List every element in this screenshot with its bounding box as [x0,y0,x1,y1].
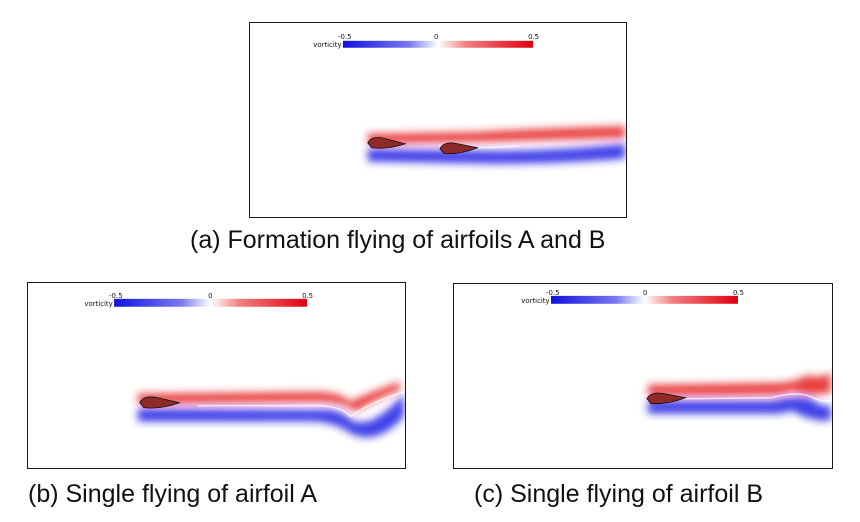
colorbar-gradient [114,298,308,307]
colorbar-title: vorticity [84,300,112,308]
airfoil-a-icon [367,137,407,149]
vortex-wake-b [137,381,404,438]
panel-a-formation-flying: vorticity -0.5 0 0.5 [249,22,627,218]
airfoil-b-icon [439,142,479,155]
colorbar-min-label: -0.5 [338,33,351,41]
vortex-wake-c [647,373,831,421]
colorbar-c: vorticity -0.5 0 0.5 [521,289,744,305]
colorbar-mid-label: 0 [434,33,438,41]
vorticity-field-b: vorticity -0.5 0 0.5 [84,292,405,438]
panel-b-single-airfoil-a: vorticity -0.5 0 0.5 [27,282,406,469]
colorbar-b: vorticity -0.5 0 0.5 [84,292,313,308]
colorbar-min-label: -0.5 [109,292,122,300]
vorticity-field-c: vorticity -0.5 0 0.5 [521,289,832,421]
caption-b: (b) Single flying of airfoil A [28,480,318,508]
colorbar-max-label: 0.5 [733,289,744,297]
colorbar-a: vorticity -0.5 0 0.5 [313,33,539,49]
colorbar-gradient [342,40,534,48]
vortex-wake-a [367,125,626,164]
caption-a: (a) Formation flying of airfoils A and B [190,226,606,254]
airfoil-a-icon [139,396,181,409]
colorbar-max-label: 0.5 [302,292,313,300]
colorbar-mid-label: 0 [643,289,647,297]
colorbar-mid-label: 0 [208,292,212,300]
colorbar-min-label: -0.5 [546,289,559,297]
panel-c-single-airfoil-b: vorticity -0.5 0 0.5 [453,283,833,469]
colorbar-title: vorticity [521,297,549,305]
colorbar-title: vorticity [313,41,341,49]
colorbar-max-label: 0.5 [528,33,539,41]
caption-c: (c) Single flying of airfoil B [474,480,764,508]
airfoil-b-icon [646,392,688,405]
colorbar-gradient [551,295,738,304]
vorticity-field-a: vorticity -0.5 0 0.5 [313,33,626,164]
